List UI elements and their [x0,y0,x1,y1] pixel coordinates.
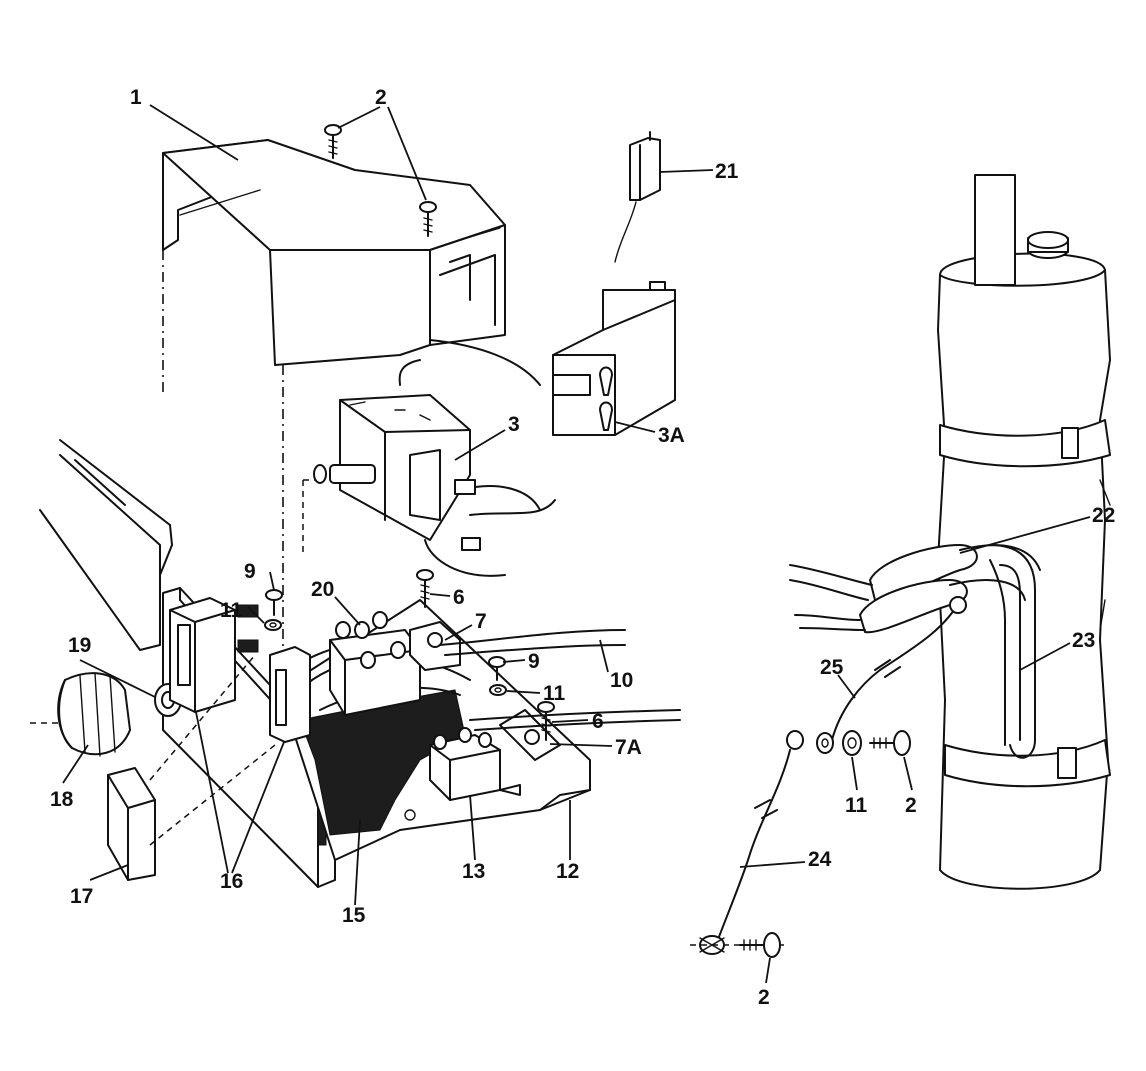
callout-labels: 1 2 21 3 3A 9 20 6 11 7 19 9 10 11 6 7A … [50,86,1115,1009]
screw-6-top [416,569,434,608]
callout-13: 13 [462,860,485,883]
washer-11-left [264,619,282,631]
part-insulation-sleeves [789,544,1041,634]
callout-15: 15 [342,904,366,927]
callout-7a: 7A [615,736,642,759]
callout-11-left: 11 [220,599,243,622]
part-terminal-7 [409,621,461,671]
alignment-line [302,479,315,555]
callout-9-left: 9 [244,560,256,583]
part-sensor-clip [614,131,661,263]
part-wire-25 [831,596,967,741]
washer-11-mid [489,684,507,696]
callout-11-mid: 11 [543,682,566,705]
part-side-channel [39,439,173,651]
callout-2-right: 2 [905,794,917,817]
callout-6-top: 6 [453,586,465,609]
callout-25: 25 [820,656,844,679]
callout-22: 22 [1092,504,1115,527]
callout-1: 1 [130,86,142,109]
washer-11-right [842,730,862,756]
part-cable-10 [439,629,681,731]
screw-2-top [324,124,342,159]
callout-11-right: 11 [845,794,868,817]
callout-19: 19 [68,634,91,657]
callout-20: 20 [311,578,334,601]
washer-plain [816,732,834,754]
callout-9-right: 9 [528,650,540,673]
screw-9-left [265,589,283,616]
callout-2-top: 2 [375,86,387,109]
part-relay-block [329,611,421,716]
screw-2-bottom [739,932,781,958]
callout-16: 16 [220,870,243,893]
callout-23: 23 [1072,629,1095,652]
callout-12: 12 [556,860,579,883]
part-cover-plate [107,654,276,881]
part-clamp-7a [499,709,561,761]
part-strap-upper [939,419,1111,468]
callout-10: 10 [610,669,633,692]
callout-2-bottom: 2 [758,986,770,1009]
callout-21: 21 [715,160,739,183]
part-switch-left [169,597,259,713]
screw-6-mid [537,701,555,741]
callout-24: 24 [808,848,832,871]
part-switch-right [269,646,311,743]
screw-2-cover-right [419,201,437,237]
callout-3: 3 [508,413,520,436]
part-strap-lower [944,739,1111,788]
leader-lines [62,104,1091,984]
callout-18: 18 [50,788,74,811]
callout-17: 17 [70,885,93,908]
part-heating-element [989,544,1036,759]
part-cover [162,139,506,366]
callout-6-mid: 6 [592,710,604,733]
part-terminal-block-13 [429,727,501,801]
screw-2-right [869,730,911,756]
part-wire-24 [715,730,804,946]
callout-7: 7 [475,610,487,633]
part-thermostat [313,339,556,577]
part-knob [30,672,131,757]
part-connector-block [552,281,676,436]
callout-3a: 3A [658,424,685,447]
